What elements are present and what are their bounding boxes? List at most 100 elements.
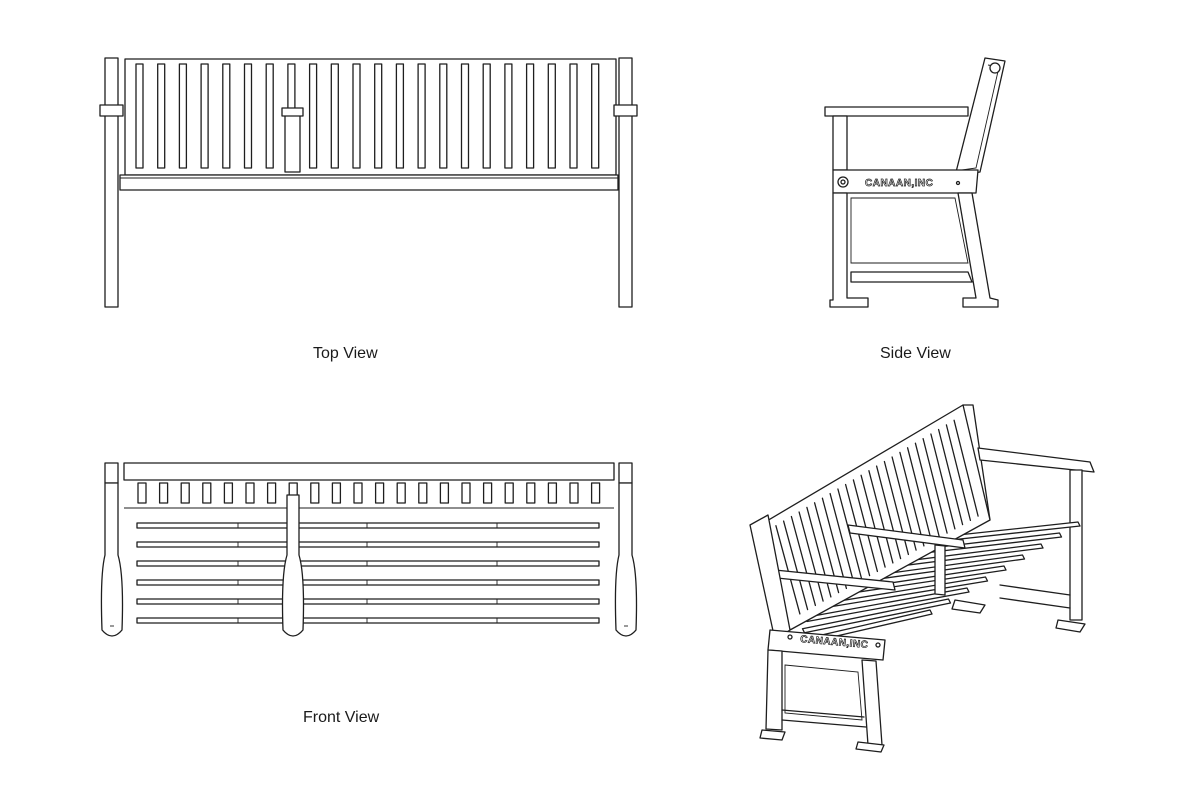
backrest-slat	[852, 479, 879, 573]
backrest-slat-ends	[137, 482, 601, 504]
left-rear-foot	[855, 741, 885, 753]
slat-end	[331, 482, 342, 504]
backrest-slat	[395, 63, 405, 169]
left-front-foot	[759, 729, 786, 741]
center-armrest	[847, 524, 966, 549]
slat-end	[547, 482, 558, 504]
front-leg-upper	[832, 115, 848, 171]
slat-end	[526, 482, 536, 504]
left-frame-band	[767, 629, 886, 661]
left-post	[104, 57, 119, 308]
backrest-slat	[157, 63, 166, 169]
armrest	[824, 106, 969, 117]
right-arm-support	[1069, 469, 1083, 621]
backrest-slat	[906, 447, 933, 543]
slat-end	[569, 482, 579, 504]
backrest-slat	[945, 424, 972, 522]
left-back-upright	[749, 514, 791, 641]
backrest-slat	[860, 474, 886, 568]
top-view-label: Top View	[313, 345, 378, 362]
backrest-slat	[930, 433, 956, 530]
left-armrest-clamp	[99, 104, 124, 117]
side-frame-band	[832, 169, 979, 194]
center-support-cap	[281, 107, 304, 117]
backrest-slat	[798, 511, 824, 602]
seat-slat	[136, 541, 600, 548]
slat-end	[374, 482, 385, 504]
slat-end	[353, 482, 363, 504]
slat-end	[504, 482, 514, 504]
bolt-icon	[837, 176, 849, 188]
center-support	[284, 113, 301, 173]
backrest-slat	[330, 63, 339, 169]
top-view-drawing	[99, 57, 638, 308]
seat-slat	[136, 560, 600, 567]
rear-leg-lower	[957, 192, 999, 308]
backrest-slat	[875, 465, 902, 560]
left-front-leg	[765, 649, 783, 731]
backrest-slat	[200, 63, 209, 169]
backrest-slat	[591, 63, 600, 169]
backrest-slat	[899, 451, 925, 547]
right-armrest	[977, 447, 1095, 473]
backrest-slat	[782, 520, 809, 611]
slat-end	[396, 482, 406, 504]
slat-end	[202, 482, 212, 504]
backrest-slat	[504, 63, 513, 169]
backrest-slat	[775, 525, 801, 615]
backrest-slat	[308, 63, 318, 169]
back-upright	[954, 57, 1006, 177]
seat-slat	[136, 598, 600, 605]
backrest-slat	[460, 63, 470, 169]
seat-edge	[119, 174, 619, 191]
seat-slat	[136, 617, 600, 624]
backrest-slat	[222, 63, 231, 169]
backrest-slat	[569, 63, 578, 169]
backrest-slat	[525, 63, 535, 169]
right-foot	[1055, 619, 1086, 633]
slat-end	[461, 482, 471, 504]
backrest-slat	[937, 428, 964, 526]
backrest-slat	[374, 63, 383, 169]
center-leg	[281, 494, 305, 637]
backrest-slat	[547, 63, 556, 169]
backrest-slat	[953, 419, 979, 517]
slat-end	[245, 482, 255, 504]
side-view-label: Side View	[880, 345, 951, 362]
backrest-slat	[243, 63, 253, 169]
backrest-slat	[439, 63, 448, 169]
side-brand-text: CANAAN,INC	[865, 178, 933, 189]
front-leg-lower	[829, 192, 869, 308]
right-post	[618, 57, 633, 308]
slat-end	[266, 482, 277, 504]
slat-end	[180, 482, 190, 504]
backrest-slat	[265, 63, 274, 169]
seat-slat	[136, 579, 600, 586]
left-arm-cap	[104, 462, 119, 484]
backrest-frame	[124, 58, 617, 176]
slat-end	[439, 482, 450, 504]
left-leg	[100, 482, 124, 637]
backrest-slat	[829, 492, 855, 585]
backrest-slat	[482, 63, 491, 169]
bolt-icon	[787, 634, 793, 640]
backrest-slat	[135, 63, 144, 169]
slat-end	[310, 482, 320, 504]
backrest-slat	[352, 63, 361, 169]
right-armrest-clamp	[613, 104, 638, 117]
backrest-slat	[914, 442, 941, 539]
backrest-slat	[417, 63, 426, 169]
slat-end	[590, 482, 601, 504]
side-view-drawing: CANAAN,INC	[824, 57, 1006, 308]
backrest-slat	[178, 63, 188, 169]
seat-slats	[136, 522, 600, 624]
rear-foot	[951, 599, 986, 614]
right-leg	[614, 482, 638, 637]
slat-end	[482, 482, 493, 504]
slat-end	[418, 482, 428, 504]
slat-end	[158, 482, 169, 504]
top-rail	[123, 462, 615, 481]
slat-end	[223, 482, 234, 504]
backrest-slat	[922, 437, 948, 534]
